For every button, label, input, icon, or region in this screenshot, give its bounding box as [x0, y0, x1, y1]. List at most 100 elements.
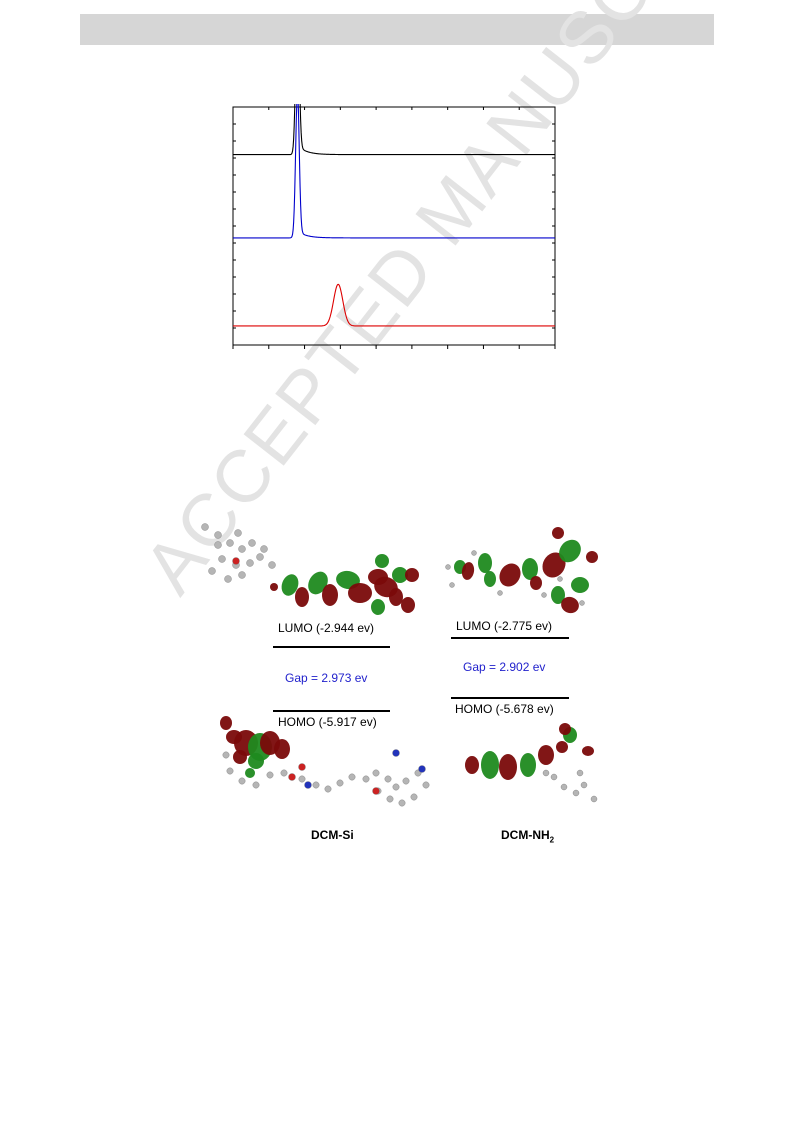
dcm-nh2-caption: DCM-NH2 — [501, 828, 554, 844]
orbital-lobe-lumo-si-12 — [401, 597, 415, 613]
atom-homo-si-5 — [280, 769, 288, 777]
orbital-lobe-lumo-nh2-12 — [551, 586, 565, 604]
atom-homo-si-2 — [238, 777, 246, 785]
atom-lumo-nh2-2 — [471, 550, 477, 556]
series-line-1 — [233, 93, 555, 239]
atom-homo-si-18 — [422, 781, 430, 789]
atom-lumo-si-13 — [268, 561, 276, 569]
orbital-lobe-homo-nh2-1 — [481, 751, 499, 779]
atom-lumo-si-0 — [201, 523, 209, 531]
atom-lumo-si-11 — [238, 571, 246, 579]
atom-homo-nh2-0 — [550, 773, 558, 781]
mo-illustrations — [201, 523, 598, 807]
orbital-lobe-homo-si-0 — [220, 716, 232, 730]
dcm-si-lumo-label: LUMO (-2.944 ev) — [278, 621, 375, 635]
orbital-lobe-lumo-nh2-1 — [461, 562, 475, 580]
orbital-lobe-lumo-si-11 — [375, 554, 389, 568]
atom-homo-si-16 — [402, 777, 410, 785]
dcm-si-gap-label: Gap = 2.973 ev — [285, 671, 368, 685]
orbital-lobe-homo-si-6 — [248, 753, 264, 769]
dcm-si-homo-level — [273, 710, 390, 712]
atom-lumo-si-15 — [234, 529, 242, 537]
atom-lumo-si-8 — [218, 555, 226, 563]
orbital-lobe-lumo-nh2-13 — [561, 596, 579, 614]
atom-homo-si-20 — [398, 799, 406, 807]
atom-lumo-si-14 — [214, 541, 222, 549]
atom-homo-nh2-1 — [560, 783, 568, 791]
dcm-si-homo-label: HOMO (-5.917 ev) — [278, 715, 377, 729]
atom-lumo-nh2-6 — [579, 600, 585, 606]
orbital-lobe-lumo-si-8 — [392, 567, 408, 583]
oxygen-atom — [288, 773, 296, 781]
atom-homo-si-12 — [362, 775, 370, 783]
atom-lumo-nh2-3 — [497, 590, 503, 596]
orbital-lobe-homo-nh2-5 — [556, 741, 568, 753]
atom-homo-si-3 — [252, 781, 260, 789]
orbital-lobe-homo-nh2-4 — [538, 745, 554, 765]
orbital-lobe-lumo-nh2-11 — [571, 577, 589, 593]
orbital-lobe-homo-nh2-3 — [520, 753, 536, 777]
oxygen-atom — [298, 763, 306, 771]
atom-homo-nh2-2 — [572, 789, 580, 797]
atom-homo-si-1 — [226, 767, 234, 775]
atom-homo-nh2-4 — [576, 769, 584, 777]
atom-homo-si-7 — [298, 775, 306, 783]
dcm-nh2-caption-sub: 2 — [549, 835, 555, 845]
atom-homo-si-11 — [348, 773, 356, 781]
atom-homo-si-21 — [386, 795, 394, 803]
nitrogen-atom — [392, 749, 400, 757]
atom-homo-nh2-6 — [590, 795, 598, 803]
atom-homo-nh2-3 — [580, 781, 588, 789]
orbital-lobe-homo-si-5 — [274, 739, 290, 759]
atom-homo-si-15 — [392, 783, 400, 791]
atom-lumo-si-12 — [256, 553, 264, 561]
atom-lumo-si-3 — [238, 545, 246, 553]
atom-lumo-nh2-0 — [445, 564, 451, 570]
atom-lumo-si-10 — [224, 575, 232, 583]
dcm-si-lumo-level — [273, 646, 390, 648]
dcm-nh2-caption-main: DCM-NH — [501, 828, 550, 842]
atom-homo-si-10 — [336, 779, 344, 787]
orbital-lobe-lumo-si-13 — [371, 599, 385, 615]
dcm-nh2-homo-level — [451, 697, 569, 699]
atom-homo-si-9 — [324, 785, 332, 793]
nitrogen-atom — [304, 781, 312, 789]
header-bar — [80, 14, 714, 45]
orbital-lobe-lumo-nh2-10 — [586, 551, 598, 563]
oxygen-atom — [372, 787, 380, 795]
atom-lumo-nh2-5 — [557, 576, 563, 582]
atom-homo-si-19 — [410, 793, 418, 801]
atom-lumo-nh2-1 — [449, 582, 455, 588]
atom-homo-si-0 — [222, 751, 230, 759]
orbital-lobe-homo-nh2-8 — [559, 723, 571, 735]
dcm-si-caption: DCM-Si — [311, 828, 354, 842]
atom-lumo-si-6 — [246, 559, 254, 567]
atom-lumo-si-1 — [214, 531, 222, 539]
chromatogram-chart — [230, 9, 560, 354]
orbital-lobe-lumo-nh2-5 — [522, 558, 538, 580]
atom-homo-si-8 — [312, 781, 320, 789]
atom-homo-si-13 — [372, 769, 380, 777]
orbital-lobe-lumo-nh2-6 — [530, 576, 542, 590]
atom-lumo-si-5 — [260, 545, 268, 553]
orbital-lobe-lumo-nh2-9 — [559, 539, 581, 563]
atom-lumo-si-9 — [208, 567, 216, 575]
nitrogen-atom — [418, 765, 426, 773]
dcm-nh2-gap-label: Gap = 2.902 ev — [463, 660, 546, 674]
atom-homo-si-14 — [384, 775, 392, 783]
orbital-lobe-homo-nh2-2 — [499, 754, 517, 780]
mo-figure: LUMO (-2.944 ev) Gap = 2.973 ev HOMO (-5… — [190, 515, 620, 850]
orbital-lobe-homo-nh2-0 — [465, 756, 479, 774]
dcm-nh2-homo-label: HOMO (-5.678 ev) — [455, 702, 554, 716]
atom-lumo-si-2 — [226, 539, 234, 547]
oxygen-atom — [232, 557, 240, 565]
orbital-lobe-homo-si-8 — [245, 768, 255, 778]
atom-homo-si-4 — [266, 771, 274, 779]
orbital-lobe-lumo-nh2-3 — [484, 571, 496, 587]
orbital-lobe-lumo-si-5 — [348, 583, 372, 603]
orbital-lobe-lumo-si-3 — [322, 584, 338, 606]
orbital-lobe-lumo-si-1 — [295, 587, 309, 607]
dcm-nh2-lumo-label: LUMO (-2.775 ev) — [456, 619, 553, 633]
orbital-lobe-lumo-si-2 — [308, 571, 328, 595]
orbital-lobe-lumo-si-10 — [405, 568, 419, 582]
